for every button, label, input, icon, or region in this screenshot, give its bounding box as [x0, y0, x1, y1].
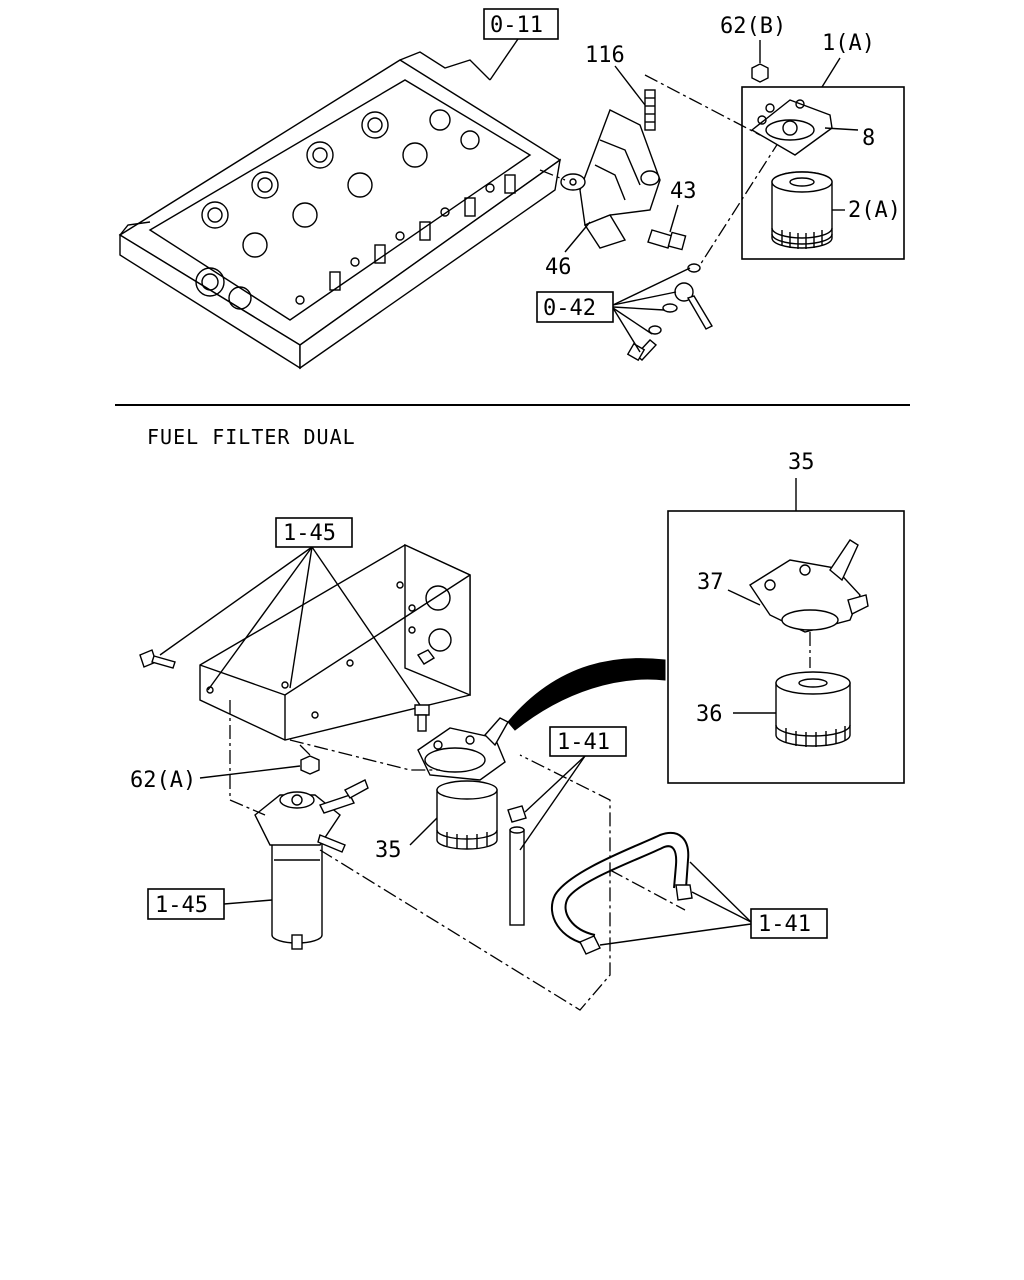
eye-bolt-fitting: [626, 263, 713, 362]
detail-arrow: [507, 658, 666, 731]
leaders-1-41-mid: [519, 755, 586, 851]
ref-label-1-45-top: 1-45: [283, 521, 336, 546]
ref-label-1-41-right: 1-41: [758, 912, 811, 937]
nut-62a: [300, 755, 320, 775]
ref-box-1-41-mid: [549, 726, 627, 757]
ref-label-1-41-mid: 1-41: [557, 730, 610, 755]
leader-46: [564, 221, 591, 253]
part-label-62a: 62(A): [130, 768, 196, 793]
leader-35: [409, 817, 438, 846]
filter-head-37: [749, 539, 869, 633]
leader-43: [669, 204, 679, 233]
fuel-hose-straight: [507, 805, 527, 926]
leaders-1-45-top: [159, 546, 421, 706]
leader-62a: [199, 765, 301, 779]
leaders-0-42: [612, 267, 691, 353]
bolt-left: [139, 649, 176, 669]
leader-1-45-left: [223, 899, 273, 905]
dash-link-head-fitting: [699, 139, 781, 266]
leader-0-11: [489, 38, 519, 81]
dash-links-bottom: [229, 700, 686, 1011]
part-label-1a: 1(A): [822, 31, 875, 56]
filter-element-36: [775, 671, 851, 747]
fuel-filter-35: [417, 717, 509, 850]
leader-116: [614, 65, 646, 106]
leader-37: [727, 589, 761, 606]
nut-62b: [751, 63, 769, 83]
detail-box-35: [667, 510, 905, 784]
bolt-mid: [414, 704, 430, 732]
part-label-46: 46: [545, 255, 572, 280]
part-label-36: 36: [696, 702, 723, 727]
section-title: FUEL FILTER DUAL: [147, 425, 356, 449]
mounting-plate: [199, 543, 471, 741]
cylinder-head: [118, 51, 562, 370]
filter-head-1a: [750, 99, 833, 156]
ref-box-1-41-right: [750, 908, 828, 939]
leader-8: [824, 127, 859, 131]
ref-label-0-11: 0-11: [490, 13, 543, 38]
part-label-8: 8: [862, 126, 875, 151]
ref-label-0-42: 0-42: [543, 296, 596, 321]
dash-link-head-bracket: [539, 169, 566, 181]
part-label-116: 116: [585, 43, 625, 68]
filter-element-2a: [771, 171, 833, 249]
ref-box-1-45-top: [275, 517, 353, 548]
stud-116: [644, 89, 656, 131]
part-label-43: 43: [670, 179, 697, 204]
bolt-43: [647, 229, 687, 251]
part-label-2a: 2(A): [848, 198, 901, 223]
part-label-35-box: 35: [788, 450, 815, 475]
ref-label-1-45-left: 1-45: [155, 893, 208, 918]
fuel-separator: [254, 779, 369, 950]
ref-box-0-11: [483, 8, 559, 40]
part-label-62b: 62(B): [720, 14, 786, 39]
part-label-35: 35: [375, 838, 402, 863]
leader-1a: [821, 57, 841, 88]
filter-box-1a: [741, 86, 905, 260]
part-label-37: 37: [697, 570, 724, 595]
leaders-1-41-right: [599, 861, 752, 946]
fuel-hose-bent: [550, 832, 693, 955]
dash-link-stud-head: [644, 74, 761, 136]
